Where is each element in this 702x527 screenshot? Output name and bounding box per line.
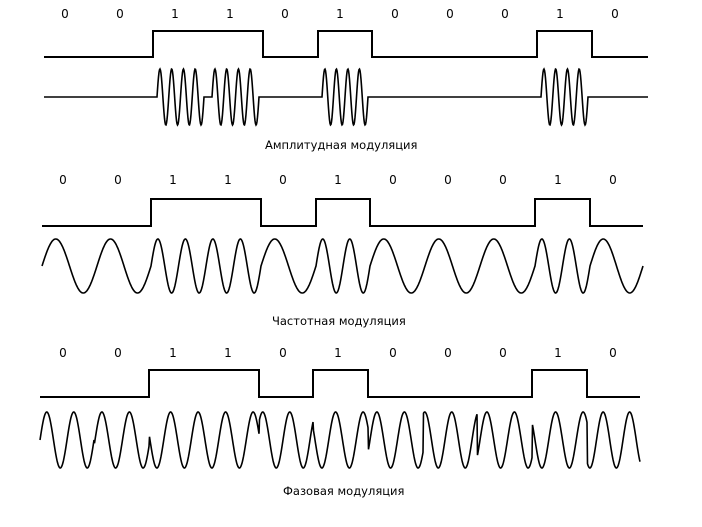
bit-label: 1 <box>224 173 232 187</box>
bit-label: 0 <box>114 173 122 187</box>
modulated-signal <box>41 238 644 294</box>
bit-label: 1 <box>334 173 342 187</box>
bit-label: 0 <box>389 173 397 187</box>
bit-label: 0 <box>609 346 617 360</box>
bit-label: 1 <box>171 7 179 21</box>
bit-label: 0 <box>444 346 452 360</box>
bit-label: 1 <box>169 173 177 187</box>
bit-label: 0 <box>59 173 67 187</box>
bit-label: 1 <box>554 173 562 187</box>
bit-label: 0 <box>499 346 507 360</box>
modulated-signal <box>39 411 641 469</box>
caption: Амплитудная модуляция <box>265 138 417 152</box>
bit-label: 0 <box>279 346 287 360</box>
bit-label: 0 <box>281 7 289 21</box>
bit-label: 0 <box>59 346 67 360</box>
bit-label: 1 <box>226 7 234 21</box>
bit-label: 0 <box>61 7 69 21</box>
bit-label: 0 <box>501 7 509 21</box>
bit-label: 0 <box>114 346 122 360</box>
bit-label: 1 <box>169 346 177 360</box>
bit-label: 0 <box>444 173 452 187</box>
bit-label: 1 <box>336 7 344 21</box>
modulated-signal <box>44 67 648 127</box>
bit-label: 0 <box>116 7 124 21</box>
bit-label: 0 <box>279 173 287 187</box>
bit-label: 0 <box>611 7 619 21</box>
digital-signal <box>42 198 643 227</box>
bit-label: 1 <box>556 7 564 21</box>
bit-label: 0 <box>499 173 507 187</box>
caption: Частотная модуляция <box>272 314 406 328</box>
digital-signal <box>40 369 640 398</box>
caption: Фазовая модуляция <box>283 484 404 498</box>
bit-label: 0 <box>609 173 617 187</box>
bit-label: 0 <box>389 346 397 360</box>
digital-signal <box>44 30 648 58</box>
bit-label: 0 <box>391 7 399 21</box>
bit-label: 1 <box>224 346 232 360</box>
bit-label: 1 <box>554 346 562 360</box>
bit-label: 0 <box>446 7 454 21</box>
bit-label: 1 <box>334 346 342 360</box>
